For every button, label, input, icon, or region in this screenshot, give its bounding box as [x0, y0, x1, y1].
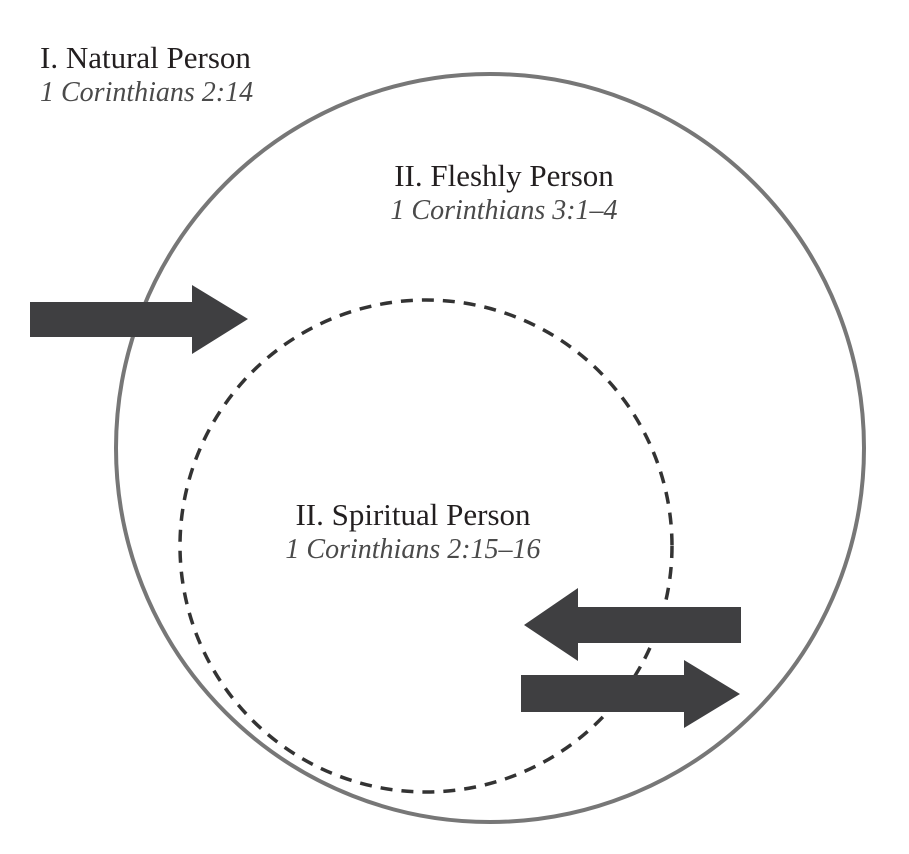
spiritual-person-title: II. Spiritual Person — [295, 497, 531, 532]
spiritual-person-label: II. Spiritual Person 1 Corinthians 2:15–… — [0, 497, 826, 567]
natural-person-title: I. Natural Person — [40, 40, 251, 75]
spiritual-person-reference: 1 Corinthians 2:15–16 — [285, 534, 541, 565]
natural-person-reference: 1 Corinthians 2:14 — [40, 77, 254, 108]
fleshly-person-circle — [114, 72, 866, 824]
fleshly-person-label: II. Fleshly Person 1 Corinthians 3:1–4 — [0, 158, 909, 228]
spiritual-person-circle — [178, 298, 674, 794]
return-arrow — [524, 588, 741, 661]
natural-person-label: I. Natural Person 1 Corinthians 2:14 — [40, 40, 253, 110]
entry-arrow — [30, 285, 248, 354]
fleshly-person-reference: 1 Corinthians 3:1–4 — [390, 195, 618, 226]
fleshly-person-title: II. Fleshly Person — [394, 158, 614, 193]
exit-arrow — [521, 660, 740, 728]
